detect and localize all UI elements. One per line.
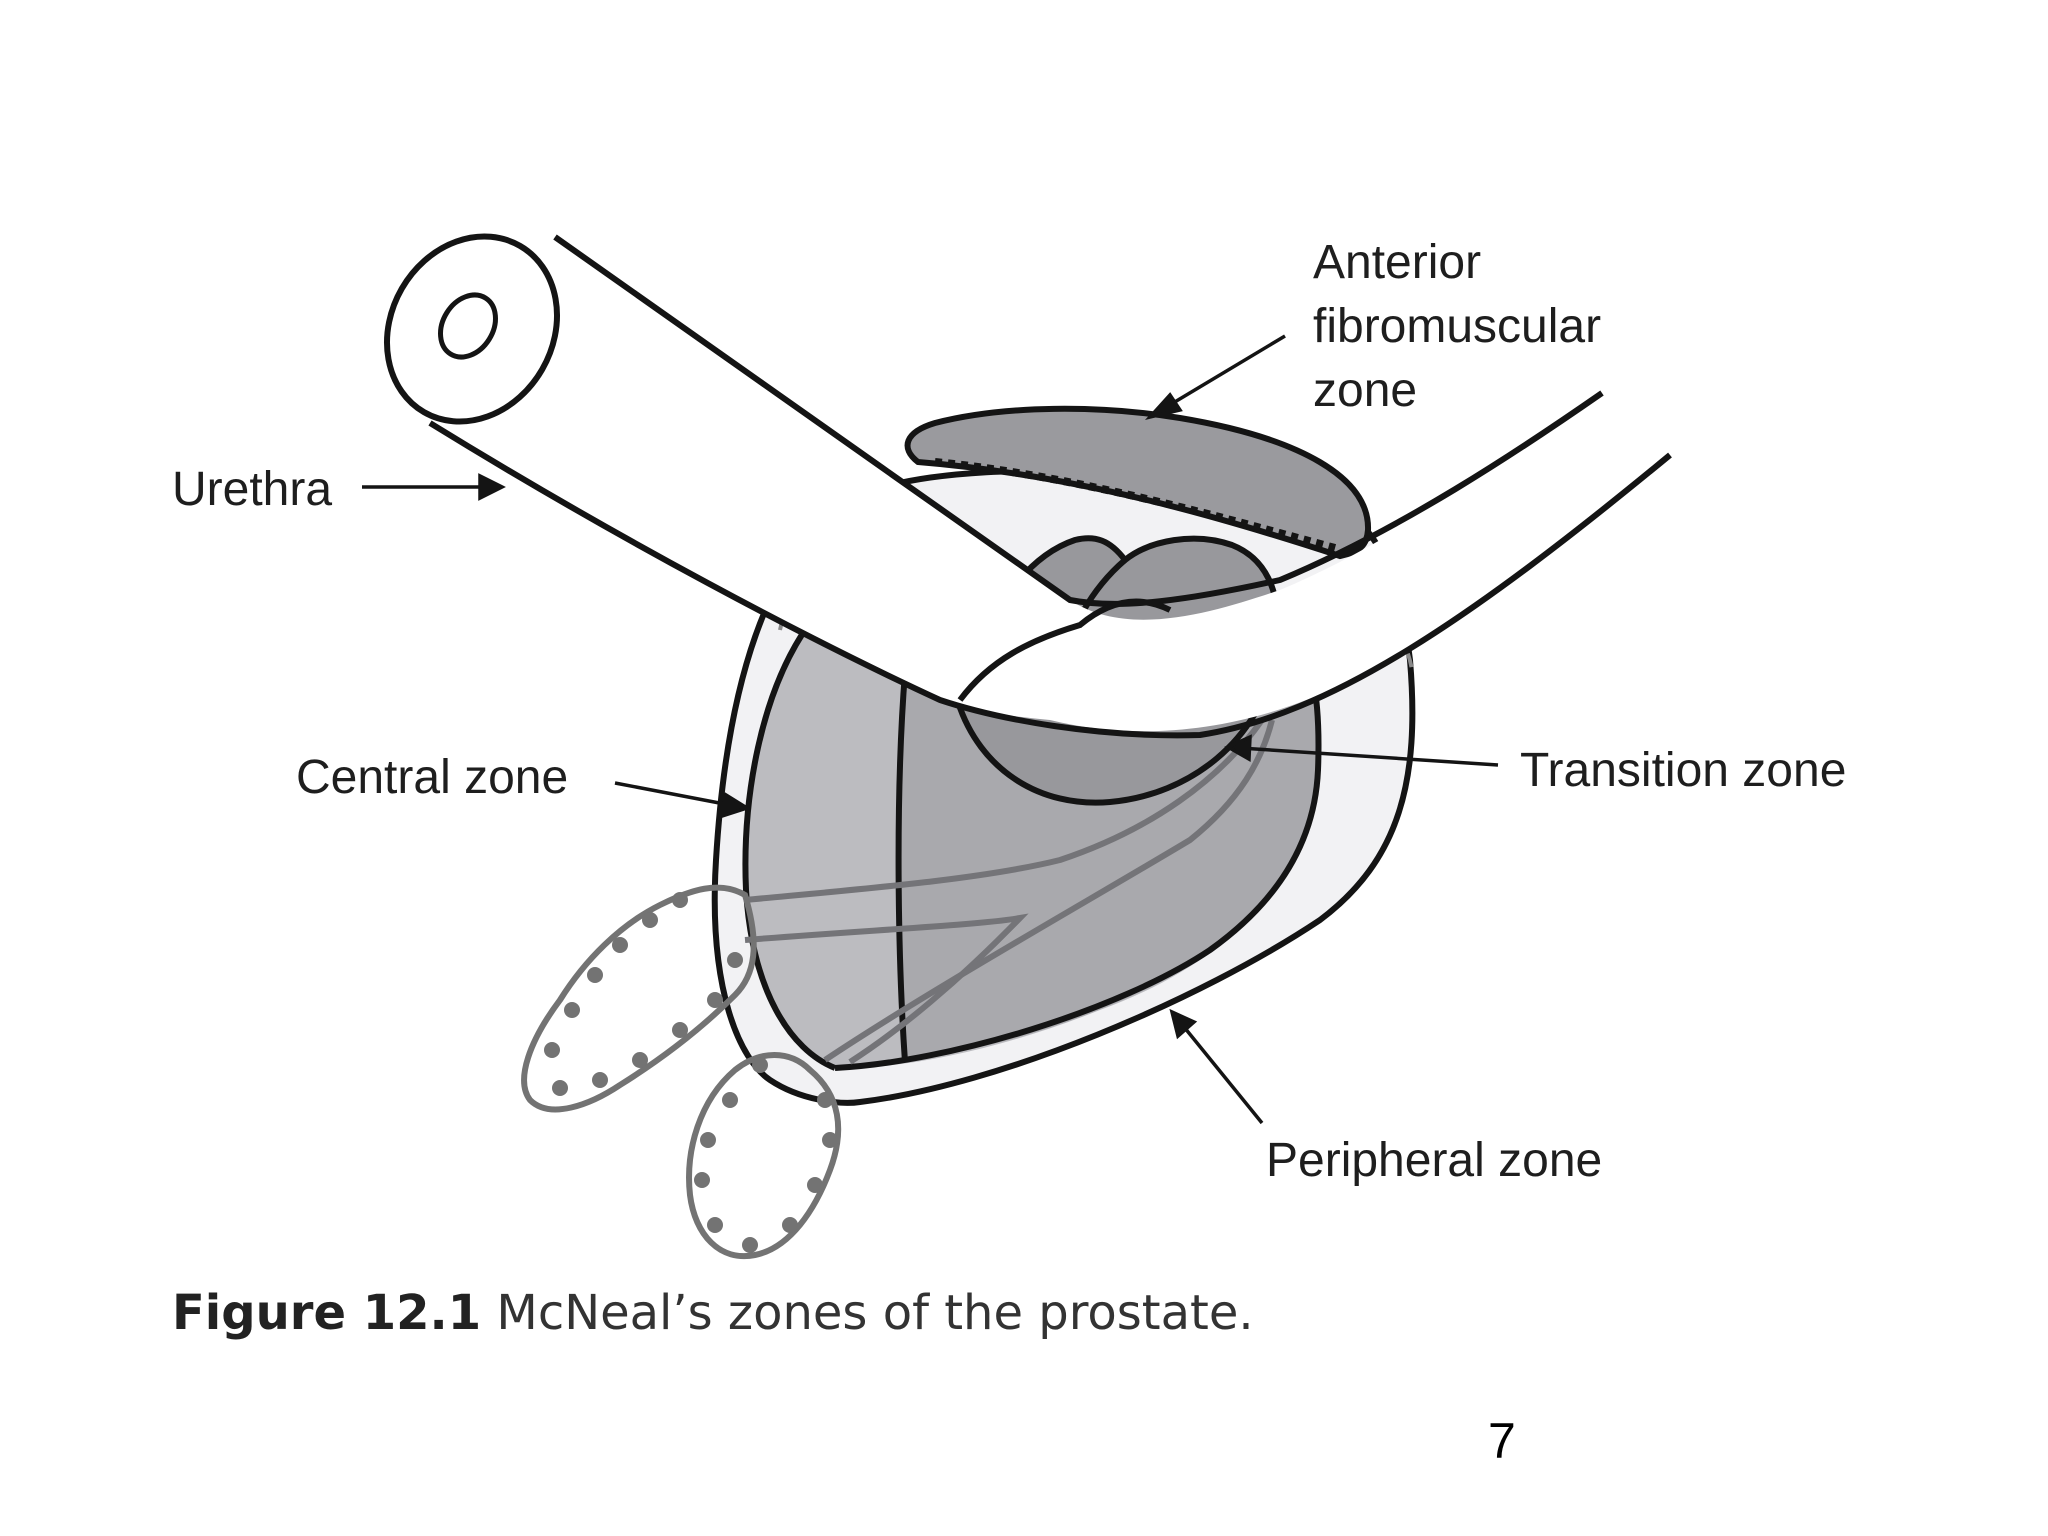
ejaculatory-duct-1 (744, 718, 1265, 903)
caption-text: McNeal’s zones of the prostate. (481, 1285, 1254, 1341)
page-number: 7 (1488, 1413, 1516, 1469)
central-zone-outline (742, 618, 837, 1071)
seminal-vesicle-upper-bumps (544, 892, 743, 1096)
transition-zone-upper-lobe (957, 598, 1172, 702)
seminal-vesicle-upper (521, 884, 757, 1113)
peripheral-zone-label: Peripheral zone (1266, 1134, 1602, 1187)
urethra-tube-body (430, 237, 1670, 732)
inner-divider-line (895, 671, 908, 1063)
anterior-label-line-2: fibromuscular (1313, 300, 1601, 353)
transition-zone-label: Transition zone (1520, 744, 1846, 797)
leader-lines (362, 334, 1499, 1125)
urethra-label: Urethra (172, 463, 332, 516)
urethra-lumen (438, 292, 498, 360)
anterior-label-line-1: Anterior (1313, 236, 1481, 289)
anterior-fibromuscular-zone-shape (904, 405, 1372, 560)
urethra-bottom-edge (428, 420, 1672, 739)
figure-caption: Figure 12.1 McNeal’s zones of the prosta… (172, 1285, 1254, 1341)
figure-number: Figure 12.1 (172, 1285, 482, 1341)
anterior-label-line-3: zone (1313, 364, 1417, 417)
seminal-vesicle-lower-bumps (694, 1057, 838, 1253)
inner-zone-outline (834, 659, 1322, 1071)
ejaculatory-duct-3 (823, 719, 1275, 1063)
seminal-vesicle-lower (686, 1052, 842, 1260)
central-zone-label: Central zone (296, 751, 568, 804)
ejaculatory-duct-2 (744, 913, 1029, 1065)
